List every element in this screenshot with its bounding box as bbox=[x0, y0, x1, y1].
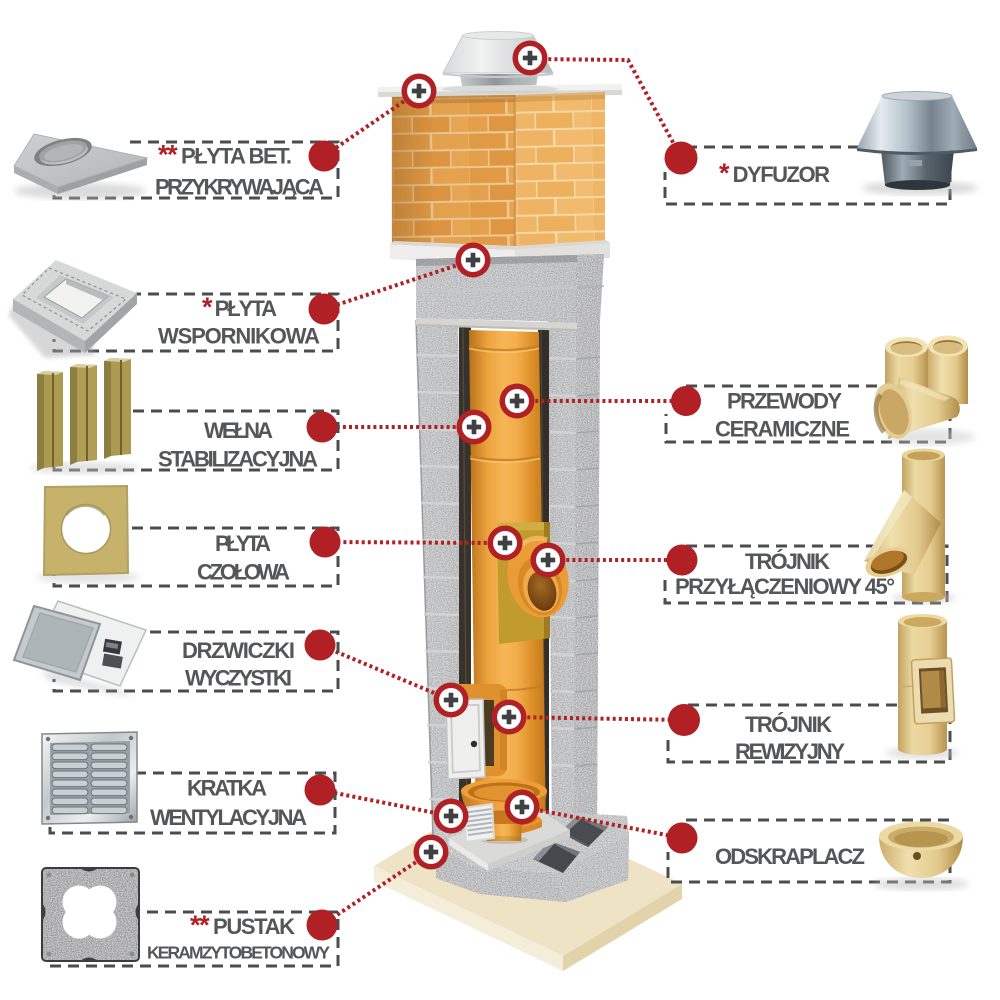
svg-text:PRZYŁĄCZENIOWY 45°: PRZYŁĄCZENIOWY 45° bbox=[675, 574, 895, 599]
svg-text:REWIZYJNY: REWIZYJNY bbox=[735, 739, 845, 764]
svg-text:KERAMZYTOBETONOWY: KERAMZYTOBETONOWY bbox=[147, 943, 330, 963]
svg-text:** PUSTAK: ** PUSTAK bbox=[190, 910, 295, 940]
svg-text:WSPORNIKOWA: WSPORNIKOWA bbox=[158, 324, 320, 349]
svg-text:DRZWICZKI: DRZWICZKI bbox=[182, 638, 295, 663]
svg-text:WENTYLACYJNA: WENTYLACYJNA bbox=[150, 805, 307, 830]
svg-text:TRÓJNIK: TRÓJNIK bbox=[745, 549, 830, 574]
svg-text:WYCZYSTKI: WYCZYSTKI bbox=[185, 666, 292, 691]
svg-text:PŁYTA: PŁYTA bbox=[215, 531, 271, 556]
svg-text:WEŁNA: WEŁNA bbox=[204, 418, 273, 443]
svg-text:* PŁYTA: * PŁYTA bbox=[202, 292, 277, 322]
svg-text:** PŁYTA BET.: ** PŁYTA BET. bbox=[158, 140, 292, 170]
svg-text:* DYFUZOR: * DYFUZOR bbox=[719, 158, 830, 188]
svg-text:ODSKRAPLACZ: ODSKRAPLACZ bbox=[715, 844, 865, 869]
svg-text:KRATKA: KRATKA bbox=[187, 776, 267, 801]
svg-text:PRZYKRYWAJĄCA: PRZYKRYWAJĄCA bbox=[155, 175, 324, 200]
svg-text:CZOŁOWA: CZOŁOWA bbox=[197, 560, 290, 585]
svg-text:CERAMICZNE: CERAMICZNE bbox=[715, 417, 850, 442]
svg-text:STABILIZACYJNA: STABILIZACYJNA bbox=[158, 447, 318, 472]
svg-text:PRZEWODY: PRZEWODY bbox=[727, 389, 842, 414]
svg-text:TRÓJNIK: TRÓJNIK bbox=[745, 712, 832, 737]
